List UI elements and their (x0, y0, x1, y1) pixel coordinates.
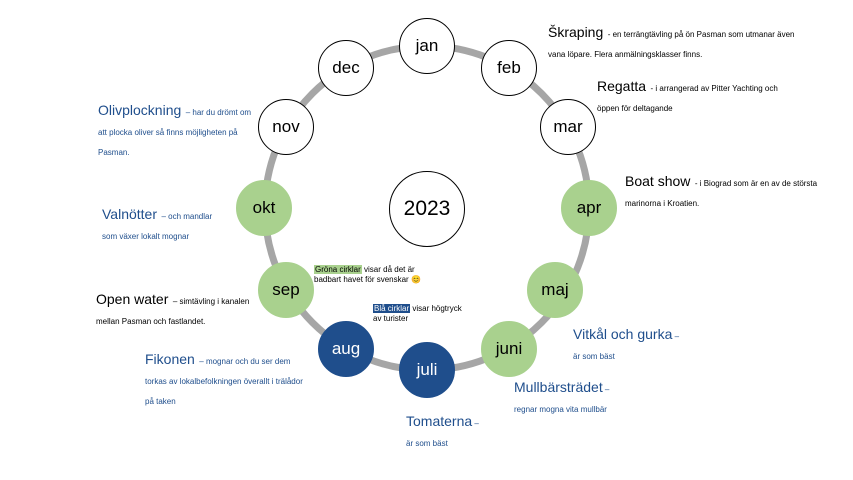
note-skraping-title: Škraping (548, 24, 604, 40)
note-regatta-title: Regatta (597, 78, 647, 94)
month-feb: feb (481, 40, 537, 96)
note-boatshow-desc: - i Biograd som är en av de största mari… (625, 179, 818, 208)
note-openwater-desc: – simtävling i kanalen mellan Pasman och… (96, 297, 250, 326)
month-maj: maj (527, 262, 583, 318)
note-mullbar-desc: regnar mogna vita mullbär (514, 405, 607, 414)
legend-blue-text: visar högtryck av turister (373, 304, 462, 324)
month-mar: mar (540, 99, 596, 155)
note-tomaterna-title: Tomaterna (406, 413, 473, 429)
note-vitkal-desc: är som bäst (573, 352, 615, 361)
note-tomaterna: Tomaterna – är som bäst (406, 412, 606, 452)
note-vitkal-title: Vitkål och gurka (573, 326, 673, 342)
note-openwater: Open water – simtävling i kanalen mellan… (96, 290, 256, 330)
month-sep: sep (258, 262, 314, 318)
note-skraping-desc: - en terrängtävling på ön Pasman som utm… (548, 30, 795, 59)
note-olivplockning-title: Olivplockning (98, 102, 182, 118)
note-mullbar-title: Mullbärsträdet (514, 379, 603, 395)
note-valnotter-desc: – och mandlar som växer lokalt mognar (102, 212, 213, 241)
note-skraping: Škraping - en terrängtävling på ön Pasma… (548, 23, 808, 63)
month-aug: aug (318, 321, 374, 377)
month-apr: apr (561, 180, 617, 236)
legend-blue-label: Blå cirklar (373, 304, 411, 313)
legend-green-label: Gröna cirklar (314, 265, 362, 274)
note-fikonen: Fikonen – mognar och du ser dem torkas a… (145, 350, 305, 410)
month-juni: juni (481, 321, 537, 377)
note-fikonen-title: Fikonen (145, 351, 195, 367)
note-vitkal-dash: – (672, 332, 680, 341)
note-boatshow-title: Boat show (625, 173, 691, 189)
year-circle: 2023 (389, 171, 465, 247)
note-fikonen-desc: – mognar och du ser dem torkas av lokalb… (145, 357, 303, 406)
legend-green-text: visar då det är badbart havet för svensk… (314, 265, 421, 285)
note-regatta: Regatta - i arrangerad av Pitter Yachtin… (597, 77, 797, 117)
note-vitkal: Vitkål och gurka – är som bäst (573, 325, 773, 365)
note-boatshow: Boat show - i Biograd som är en av de st… (625, 172, 825, 212)
note-valnotter: Valnötter – och mandlar som växer lokalt… (102, 205, 222, 245)
month-nov: nov (258, 99, 314, 155)
month-juli: juli (399, 342, 455, 398)
month-dec: dec (318, 40, 374, 96)
legend-blue: Blå cirklar visar högtryck av turister (373, 304, 463, 325)
note-valnotter-title: Valnötter (102, 206, 157, 222)
note-tomaterna-desc: är som bäst (406, 439, 448, 448)
note-olivplockning-desc: – har du drömt om att plocka oliver så f… (98, 108, 252, 157)
note-mullbar: Mullbärsträdet – regnar mogna vita mullb… (514, 378, 714, 418)
legend-green: Gröna cirklar visar då det är badbart ha… (314, 265, 444, 286)
note-mullbar-dash: – (602, 385, 610, 394)
note-regatta-desc: - i arrangerad av Pitter Yachting och öp… (597, 84, 778, 113)
month-jan: jan (399, 18, 455, 74)
note-tomaterna-dash: – (472, 419, 479, 428)
note-openwater-title: Open water (96, 291, 169, 307)
note-olivplockning: Olivplockning – har du drömt om att ploc… (98, 101, 253, 161)
month-okt: okt (236, 180, 292, 236)
